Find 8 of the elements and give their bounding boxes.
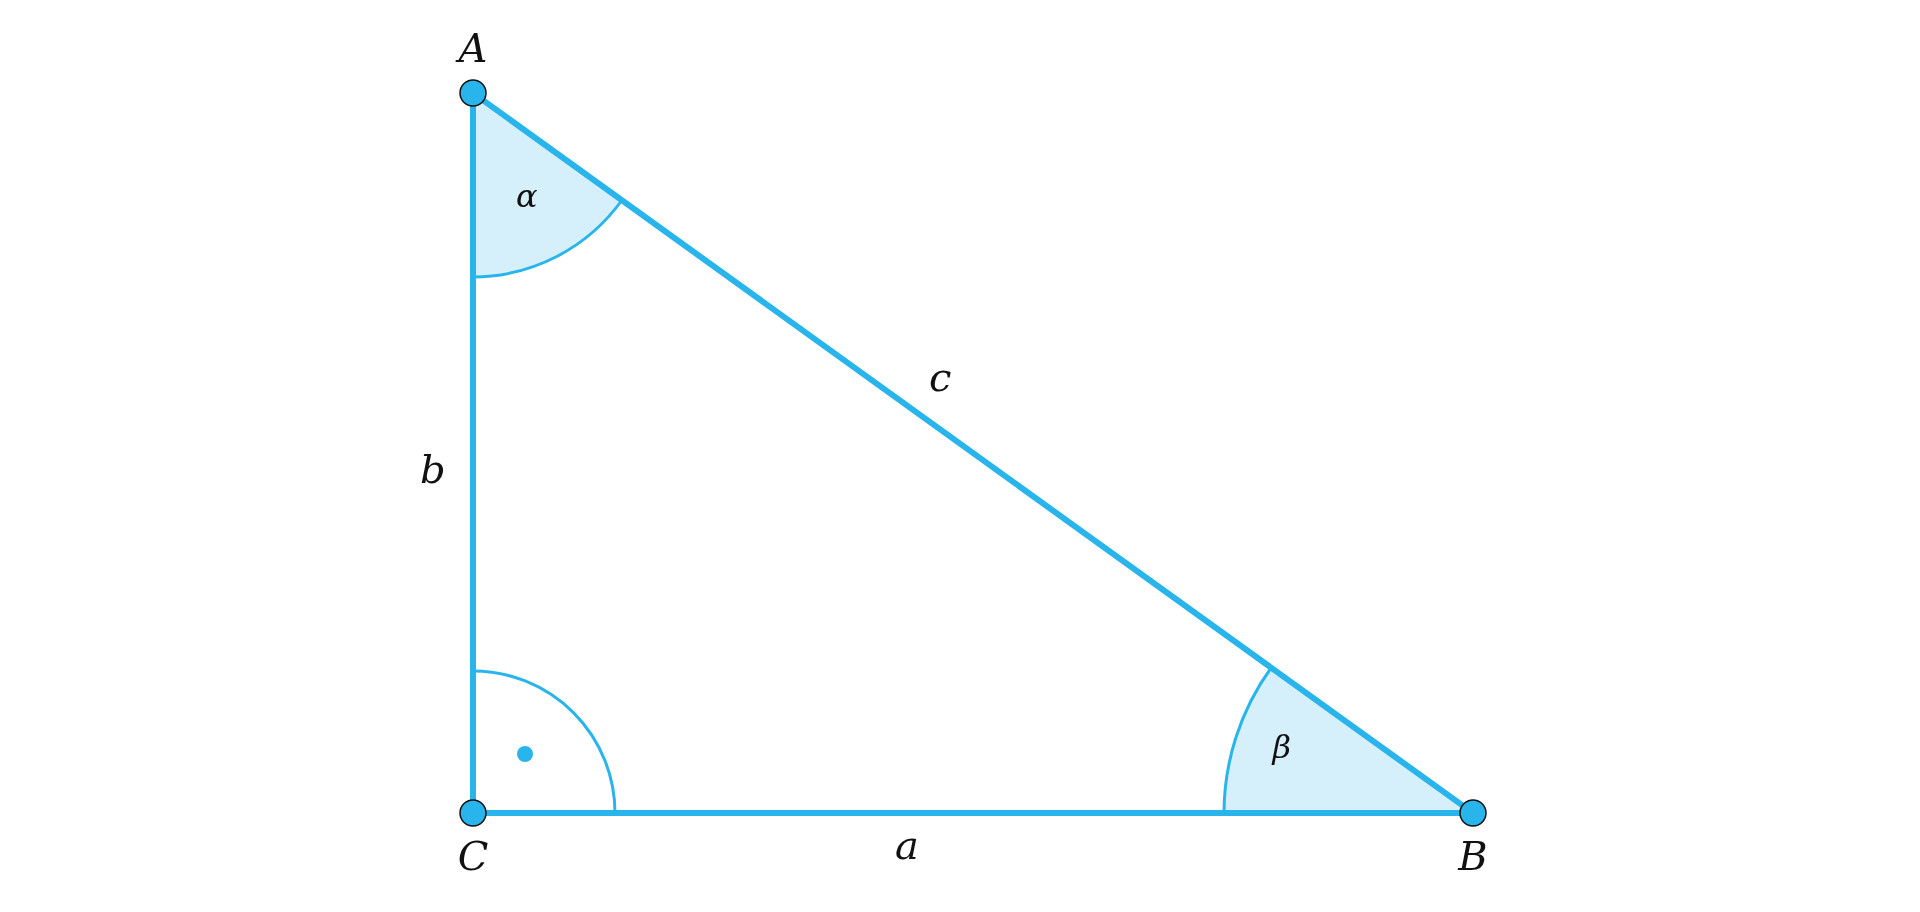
vertex-label: C [456,834,490,878]
vertex-label: B [1456,834,1489,878]
triangle-side [486,810,1460,816]
angle-label: α [516,176,538,217]
angle-label: β [1272,727,1291,768]
triangle-side [470,106,476,800]
vertex-label: A [448,26,498,70]
triangle-side [481,98,1465,808]
